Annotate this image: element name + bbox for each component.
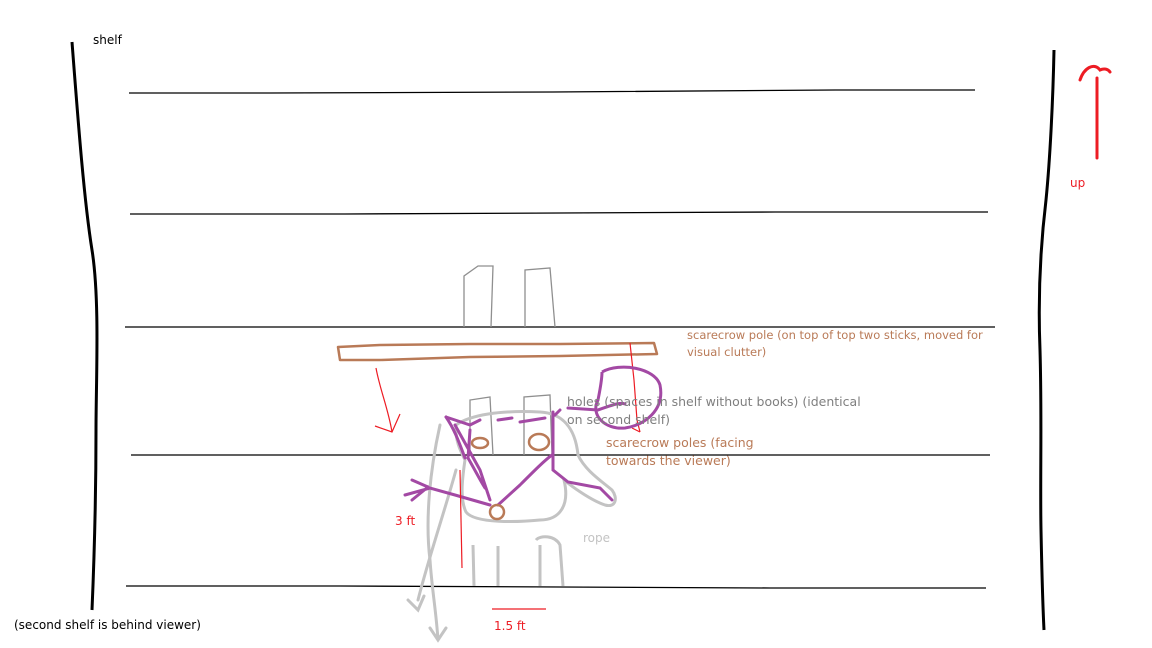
rope-label: rope [583,531,611,545]
pole-pointer-line [629,342,641,433]
shelf-board-2 [130,211,988,215]
shelf-board-1 [129,89,975,94]
up-label: up [1070,176,1086,190]
rope-path [454,410,617,523]
small-pole-2 [527,432,551,452]
height-label: 3 ft [395,514,416,528]
scarecrow-poles-label: scarecrow poles (facing towards the view… [606,435,754,468]
holes-label: holes (spaces in shelf without books) (i… [567,394,861,427]
scarecrow-arm [403,478,492,507]
pole-arrow [374,367,401,433]
small-pole-3 [488,503,506,521]
width-label: 1.5 ft [494,619,526,633]
hole-mid-right [523,394,553,456]
up-arrow [1078,64,1112,160]
small-pole-1 [470,436,490,450]
right-shelf-side [1037,49,1056,631]
rope-strand [406,468,458,613]
shelf-label: shelf [93,33,122,47]
second-shelf-note: (second shelf is behind viewer) [14,618,201,632]
scarecrow-head [594,365,663,430]
hole-mid-left [469,396,494,456]
rope-legs [471,535,565,587]
scarecrow-pole [336,341,659,362]
left-shelf-side [70,41,99,611]
scarecrow-body [444,401,627,507]
hole-top-right [524,267,556,328]
height-measure [459,469,463,569]
hole-top-left [463,265,494,328]
scarecrow-left [444,415,467,460]
shelf-board-5 [126,585,986,589]
scarecrow-pole-label: scarecrow pole (on top of top two sticks… [687,328,983,359]
